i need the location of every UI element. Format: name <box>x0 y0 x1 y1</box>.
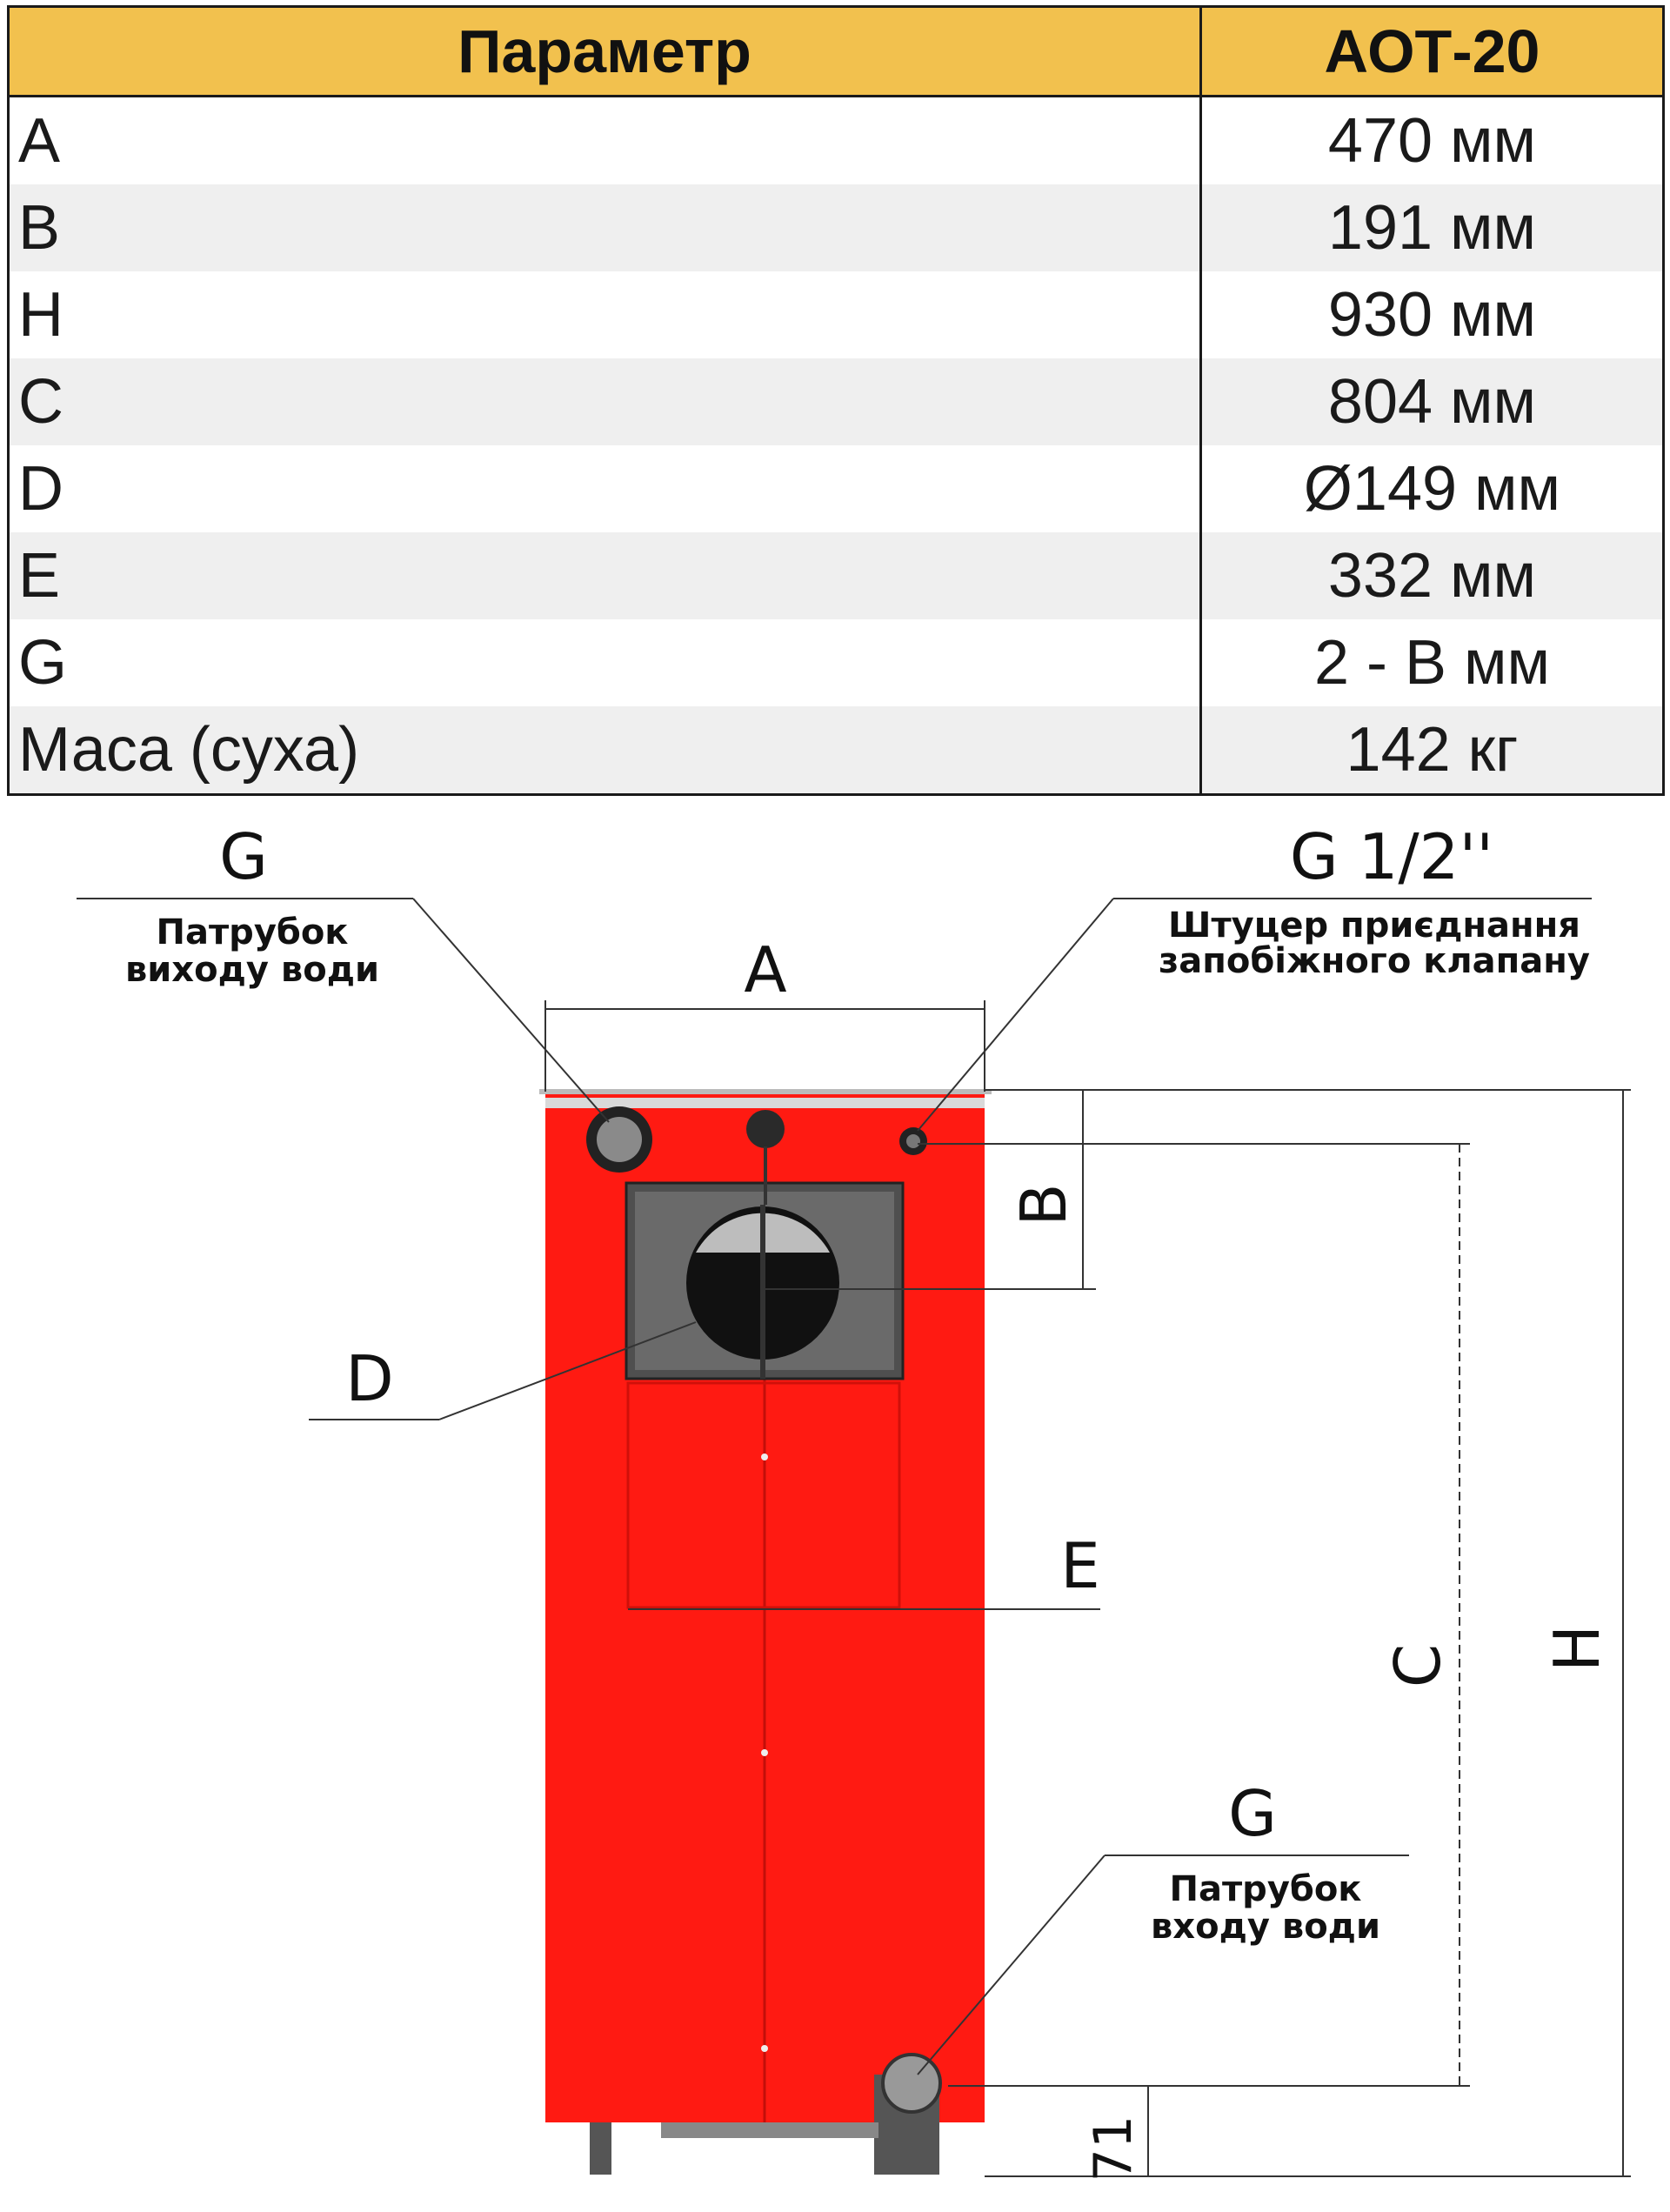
header-model: АОТ-20 <box>1199 5 1665 97</box>
foot-left <box>590 2122 611 2175</box>
row-value: 191 мм <box>1200 184 1664 271</box>
row-param: Маса (суха) <box>8 706 1202 795</box>
dim-c-label: C <box>1381 1644 1454 1687</box>
inlet-code: G <box>1228 1777 1277 1850</box>
table-row: C 804 мм <box>8 358 1664 445</box>
row-value: 804 мм <box>1200 358 1664 445</box>
table-row: H 930 мм <box>8 271 1664 358</box>
inlet-label-line1: Патрубок <box>1170 1869 1362 1909</box>
inlet-label-line2: входу води <box>1151 1907 1380 1947</box>
dim-a-label: A <box>744 933 786 1006</box>
inlet-pipe <box>881 2053 942 2114</box>
valve-label-line2: запобіжного клапану <box>1159 941 1590 981</box>
dim-b-label: B <box>1007 1183 1080 1226</box>
table-row: Маса (суха) 142 кг <box>8 706 1664 795</box>
outlet-label-line2: виходу води <box>125 950 379 990</box>
row-param: B <box>8 184 1202 271</box>
row-value: 470 мм <box>1327 106 1537 176</box>
dim-h-label: H <box>1540 1625 1613 1672</box>
table-row: E 332 мм <box>8 532 1664 619</box>
header-parameter: Параметр <box>7 5 1202 97</box>
table-header-row: Параметр АОТ-20 <box>7 5 1665 97</box>
inlet-leader <box>917 1854 1106 2075</box>
row-param: C <box>8 358 1202 445</box>
rivet <box>761 1454 768 1460</box>
rivet <box>761 2045 768 2052</box>
valve-label-line1: Штуцер приєднання <box>1168 906 1580 946</box>
outlet-pipe-inner <box>597 1117 642 1162</box>
table-row: B 191 мм <box>8 184 1664 271</box>
table-row: A 470 мм <box>8 96 1664 184</box>
row-value: 2 - B мм <box>1313 628 1551 698</box>
row-value: 332 мм <box>1200 532 1664 619</box>
row-param: H <box>8 271 1202 358</box>
dim-71-label: 71 <box>1083 2115 1144 2182</box>
lower-door-outline <box>626 1381 901 1609</box>
row-value: 930 мм <box>1327 280 1537 350</box>
dim-d-label: D <box>345 1342 393 1415</box>
outlet-label-line1: Патрубок <box>157 912 349 952</box>
row-param: G <box>8 619 1202 706</box>
top-plate <box>545 1098 985 1108</box>
table-row: D Ø149 мм <box>8 445 1664 532</box>
parameters-table: Параметр АОТ-20 A 470 мм B 191 мм H 930 … <box>7 5 1665 796</box>
outlet-leader <box>412 898 610 1123</box>
rivet <box>761 1749 768 1756</box>
dim-e-label: E <box>1060 1529 1100 1602</box>
row-value: 142 кг <box>1200 706 1664 795</box>
valve-leader <box>917 898 1114 1132</box>
row-param: D <box>8 445 1202 532</box>
top-knob <box>746 1110 785 1148</box>
valve-code: G 1/2'' <box>1290 820 1493 893</box>
row-value: Ø149 мм <box>1303 454 1561 524</box>
valve-fitting-inner <box>906 1134 920 1148</box>
row-param: E <box>8 532 1202 619</box>
outlet-code: G <box>219 820 268 893</box>
table-row: G 2 - B мм <box>8 619 1664 706</box>
base-plate <box>661 2122 878 2138</box>
dim-d-leader <box>438 1321 697 1420</box>
row-param: A <box>8 96 1202 184</box>
